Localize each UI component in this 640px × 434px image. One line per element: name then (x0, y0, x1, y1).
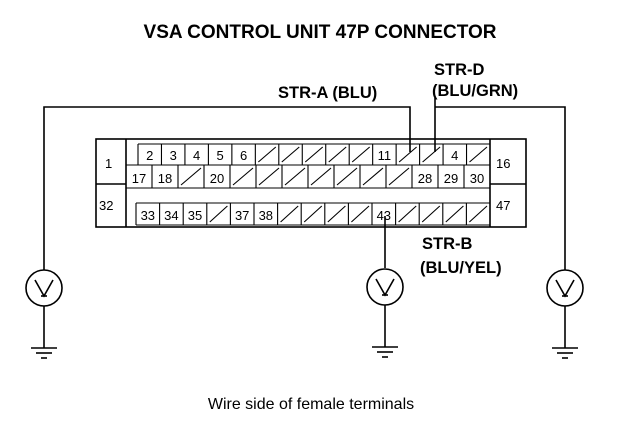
wire-str-d (434, 98, 566, 270)
voltmeter-middle (366, 268, 404, 347)
empty-cavity (398, 205, 417, 223)
pin-4: 4 (451, 148, 458, 163)
pin-34: 34 (164, 208, 178, 223)
pin-28: 28 (418, 171, 432, 186)
str-b-label-line1: STR-B (422, 235, 472, 253)
diagram-title: VSA CONTROL UNIT 47P CONNECTOR (144, 22, 497, 43)
empty-cavity (351, 146, 371, 163)
pin-47: 47 (496, 198, 510, 213)
pin-1: 1 (105, 156, 112, 171)
pin-11: 11 (378, 148, 392, 163)
ground-left (31, 347, 57, 359)
empty-cavity (310, 167, 332, 186)
pin-3: 3 (170, 148, 177, 163)
pin-2: 2 (146, 148, 153, 163)
empty-cavity (445, 205, 464, 223)
pin-38: 38 (259, 208, 273, 223)
empty-cavity (232, 167, 254, 186)
empty-cavity (469, 146, 488, 163)
pin-30: 30 (470, 171, 484, 186)
pin-32: 32 (99, 198, 113, 213)
str-a-label: STR-A (BLU) (278, 84, 377, 102)
str-d-label-line2: (BLU/GRN) (432, 82, 518, 100)
pin-5: 5 (217, 148, 224, 163)
wire-str-a (43, 106, 411, 270)
empty-cavity (388, 167, 410, 186)
empty-cavity (284, 167, 306, 186)
empty-cavity (258, 167, 280, 186)
empty-cavity (469, 205, 488, 223)
empty-cavity (422, 146, 441, 163)
str-b-label-line2: (BLU/YEL) (420, 259, 502, 277)
empty-cavity (327, 205, 346, 223)
voltmeter-left (25, 269, 63, 348)
pin-43: 43 (377, 208, 391, 223)
pin-20: 20 (210, 171, 224, 186)
empty-cavity (351, 205, 370, 223)
empty-cavity (303, 205, 323, 223)
empty-cavity (257, 146, 277, 163)
empty-cavity (281, 146, 300, 163)
pin-33: 33 (141, 208, 155, 223)
pin-29: 29 (444, 171, 458, 186)
pin-4: 4 (193, 148, 200, 163)
empty-cavity (421, 205, 441, 223)
pin-37: 37 (235, 208, 249, 223)
empty-cavity (180, 167, 202, 186)
empty-cavity (398, 146, 417, 163)
empty-cavity (362, 167, 384, 186)
empty-cavity (328, 146, 347, 163)
ground-right (552, 347, 578, 359)
pin-6: 6 (240, 148, 247, 163)
empty-cavity (209, 205, 228, 223)
str-d-label-line1: STR-D (434, 61, 484, 79)
ground-middle (372, 346, 398, 358)
pin-17: 17 (132, 171, 146, 186)
pin-18: 18 (158, 171, 172, 186)
empty-cavity (336, 167, 358, 186)
pin-35: 35 (188, 208, 202, 223)
voltmeter-right (546, 269, 584, 348)
empty-cavity (304, 146, 324, 163)
pin-16: 16 (496, 156, 510, 171)
diagram-caption: Wire side of female terminals (208, 396, 414, 413)
empty-cavity (280, 205, 299, 223)
